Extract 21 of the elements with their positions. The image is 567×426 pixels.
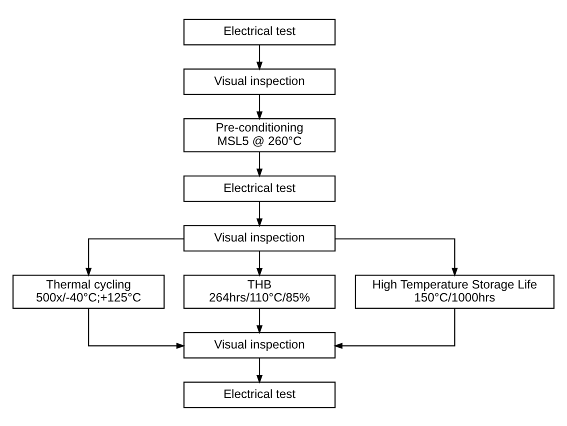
- node-box: Thermal cycling 500x/-40°C;+125°C: [12, 274, 165, 308]
- node-box: Visual inspection: [183, 332, 336, 358]
- node-box: Electrical test: [183, 381, 336, 408]
- arrow: [256, 308, 263, 334]
- arrow: [86, 238, 184, 276]
- node-box: High Temperature Storage Life 150°C/1000hrs: [354, 274, 554, 308]
- node-box: THB 264hrs/110°C/85%: [183, 274, 336, 308]
- arrow: [256, 250, 263, 276]
- arrow: [256, 358, 263, 384]
- arrow: [334, 308, 456, 348]
- arrow: [256, 44, 263, 70]
- arrow: [256, 94, 263, 120]
- arrow: [256, 151, 263, 177]
- node-box: Electrical test: [183, 174, 336, 202]
- node-box: Electrical test: [183, 18, 336, 45]
- node-box: Visual inspection: [183, 68, 336, 94]
- node-box: Visual inspection: [183, 224, 336, 252]
- arrow: [335, 238, 458, 276]
- arrow: [256, 201, 263, 227]
- node-box: Pre-conditioning MSL5 @ 260°C: [183, 118, 336, 152]
- arrow: [88, 308, 186, 348]
